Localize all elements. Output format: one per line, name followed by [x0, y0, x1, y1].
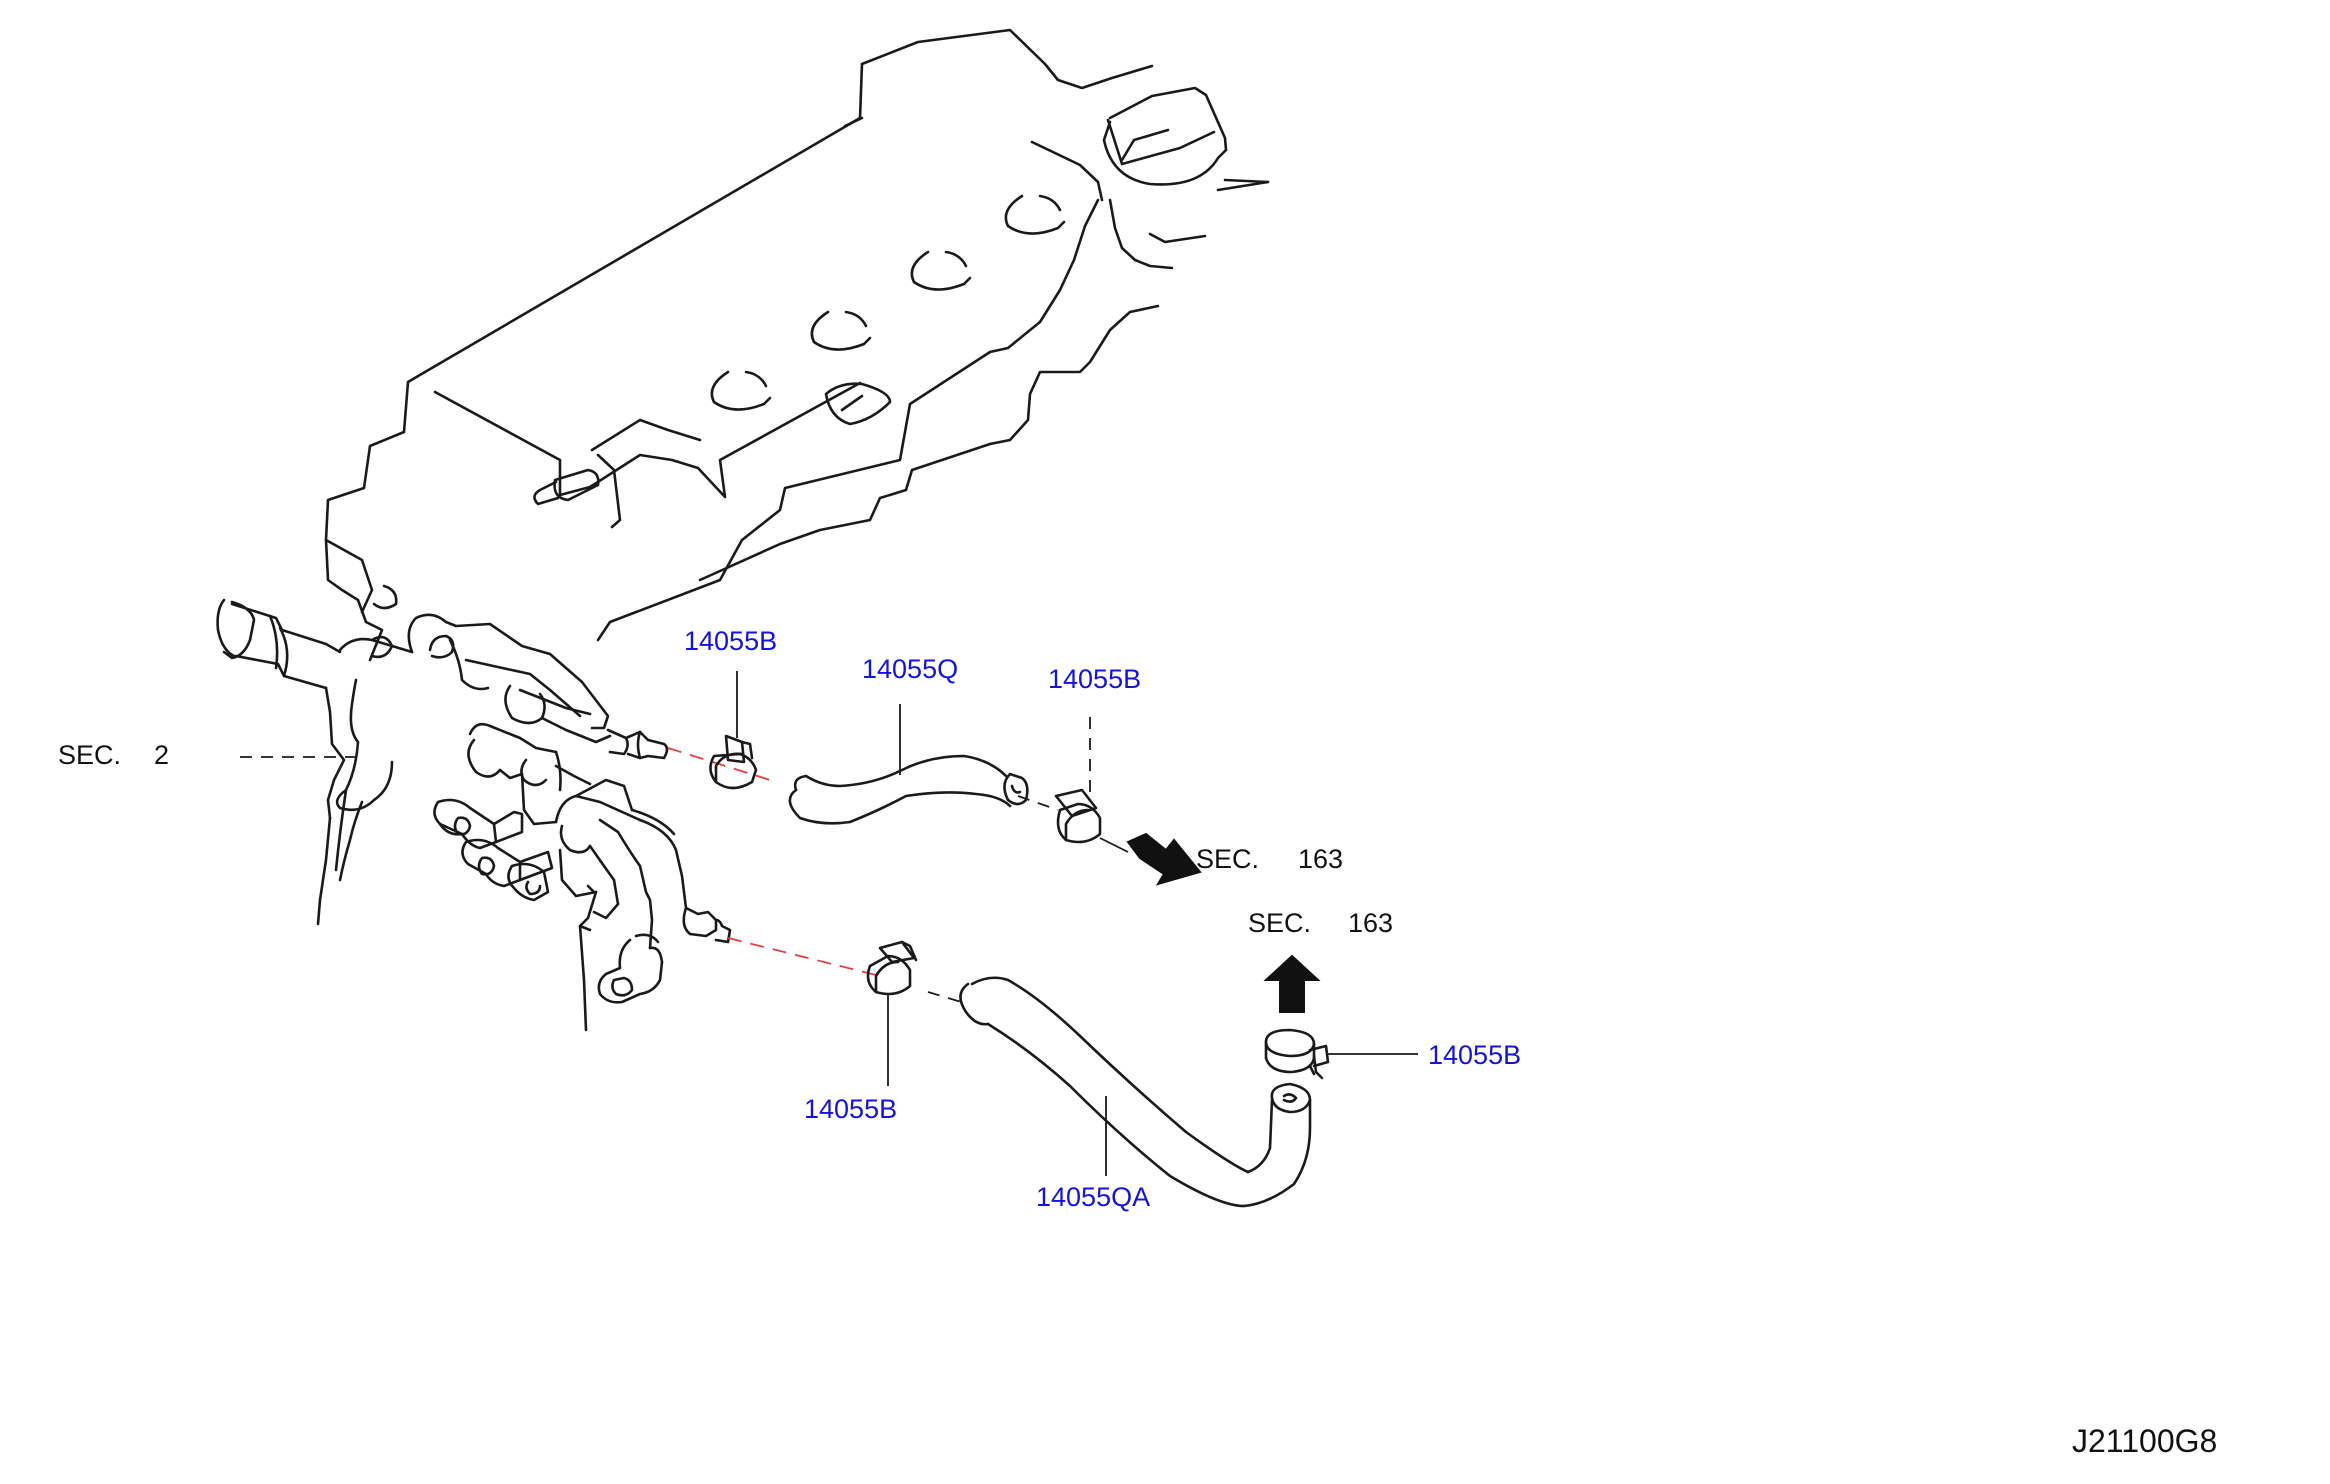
- sec-left-prefix: SEC.: [58, 740, 121, 770]
- hose-lower: [959, 976, 1312, 1208]
- sec-left-number: 2: [154, 740, 169, 770]
- clamp-upper-left: [709, 671, 758, 790]
- thermostat-housing: [216, 538, 732, 1032]
- label-clamp-lower-left: 14055B: [804, 1094, 897, 1124]
- guide-lines: [240, 747, 1129, 1005]
- engine-rocker-cover: [324, 28, 1270, 642]
- arrow-to-sec-top: [1263, 954, 1321, 1013]
- upper-right-clamp-leader-tail: [1099, 837, 1129, 853]
- hose-upper: [788, 704, 1029, 825]
- label-clamp-upper-left: 14055B: [684, 626, 777, 656]
- label-hose-lower: 14055QA: [1036, 1182, 1150, 1212]
- label-hose-upper: 14055Q: [862, 654, 958, 684]
- diagram-code: J21100G8: [2072, 1423, 2217, 1459]
- clamp-lower-right: [1264, 1028, 1418, 1080]
- label-clamp-lower-right: 14055B: [1428, 1040, 1521, 1070]
- clamp-upper-right: [1054, 712, 1102, 844]
- clamp-lower-left: [866, 940, 918, 1086]
- arrow-to-sec-right: [1126, 832, 1202, 886]
- sec-top-prefix: SEC.: [1248, 908, 1311, 938]
- sec-right-prefix: SEC.: [1196, 844, 1259, 874]
- labels: 14055B 14055Q 14055B 14055B 14055QA 1405…: [58, 626, 2217, 1459]
- label-clamp-upper-right: 14055B: [1048, 664, 1141, 694]
- sec-top-number: 163: [1348, 908, 1393, 938]
- upper-black-guide: [1017, 795, 1059, 811]
- upper-red-guide-1: [667, 747, 771, 781]
- lower-red-guide-1: [727, 937, 881, 977]
- lower-black-guide: [927, 991, 969, 1005]
- sec-right-number: 163: [1298, 844, 1343, 874]
